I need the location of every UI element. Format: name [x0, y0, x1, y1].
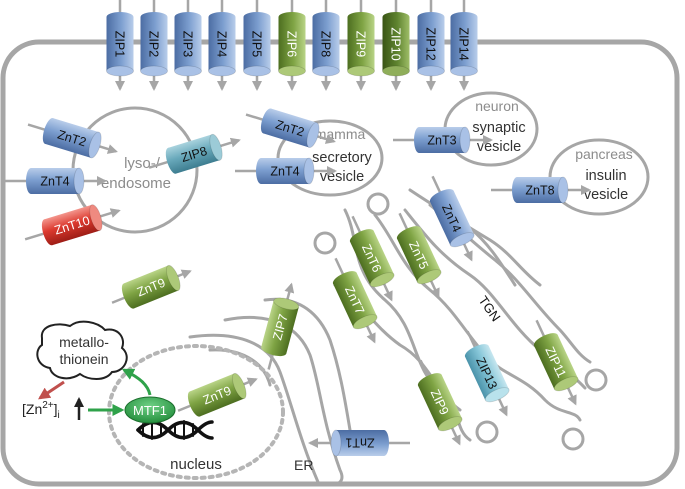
tgn-label: TGN [476, 293, 504, 324]
membrane-zip10: ZIP10 [382, 0, 410, 91]
lyso-label-2: endosome [101, 175, 171, 192]
membrane-zip14: ZIP14 [450, 0, 478, 91]
membrane-zip10-label: ZIP10 [389, 27, 403, 60]
er-znt1: ZnT1 [308, 429, 410, 457]
small-vesicles [313, 192, 608, 451]
membrane-zip9: ZIP9 [347, 0, 375, 91]
membrane-zip12: ZIP12 [417, 0, 445, 91]
membrane-zip3-label: ZIP3 [181, 31, 195, 57]
neuron-znt3: ZnT3 [393, 126, 493, 154]
pancreas-label-2: vesicle [584, 187, 628, 203]
mtf1-label: MTF1 [133, 403, 167, 418]
pancreas-label-1: insulin [585, 168, 626, 184]
golgi-znt7: ZnT7 [332, 257, 378, 344]
membrane-zip8: ZIP8 [312, 0, 340, 91]
er-label: ER [294, 457, 313, 473]
membrane-zip2-label: ZIP2 [147, 31, 161, 57]
er-zip7-label: ZIP7 [270, 313, 290, 342]
neuron-tissue-label: neuron [475, 98, 519, 114]
lyso-znt4: ZnT4 [5, 167, 107, 195]
cytosol-znt9: ZnT9 [111, 264, 192, 309]
membrane-zip5-label: ZIP5 [250, 31, 264, 57]
cell-membrane [0, 39, 680, 487]
er-zip7: ZIP7 [261, 282, 300, 370]
metallothionein-blob [36, 320, 128, 380]
lyso-znt4-label: ZnT4 [40, 175, 69, 189]
membrane-zip9-label: ZIP9 [354, 31, 368, 57]
lyso-znt10: ZnT10 [24, 204, 121, 246]
mamma-znt4-label: ZnT4 [270, 165, 299, 179]
mtf1-to-metallothionein-arrow [121, 368, 152, 396]
neuron-label-1: synaptic [472, 120, 525, 136]
nucleus [107, 344, 285, 480]
membrane-zip6: ZIP6 [278, 0, 306, 91]
membrane-zip5: ZIP5 [243, 0, 271, 91]
golgi-zip13: ZIP13 [464, 330, 510, 417]
membrane-zip8-label: ZIP8 [319, 31, 333, 57]
golgi-zip11: ZIP11 [533, 319, 579, 406]
mamma-znt2: ZnT2 [245, 108, 336, 148]
mamma-znt4: ZnT4 [235, 157, 337, 185]
lyso-zip8: ZIP8 [148, 133, 241, 174]
membrane-zip3: ZIP3 [174, 0, 202, 91]
membrane-zip1: ZIP1 [106, 0, 134, 91]
pancreas-znt8-label: ZnT8 [525, 184, 554, 198]
membrane-zip14-label: ZIP14 [457, 27, 471, 60]
lyso-label-1: lyso-/ [124, 155, 161, 172]
mamma-label-1: secretory [312, 150, 372, 166]
metallothionein-label-2: thionein [59, 351, 108, 367]
dna-helix [136, 420, 214, 440]
lyso-znt2: ZnT2 [27, 117, 118, 159]
metallothionein-label-1: metallo- [59, 334, 109, 350]
membrane-zip12-label: ZIP12 [424, 27, 438, 60]
nucleus-znt9: ZnT9 [177, 372, 258, 417]
mtf1-factor [124, 396, 176, 424]
metallothionein-to-zinc-arrow [38, 380, 65, 400]
membrane-zip4: ZIP4 [208, 0, 236, 91]
golgi-znt6: ZnT6 [349, 215, 395, 302]
pancreas-tissue-label: pancreas [575, 146, 633, 162]
golgi-zip9: ZIP9 [417, 359, 463, 446]
golgi-znt5: ZnT5 [396, 212, 442, 299]
pancreas-znt8: ZnT8 [491, 176, 591, 204]
membrane-zip2: ZIP2 [140, 0, 168, 91]
membrane-zip4-label: ZIP4 [215, 31, 229, 57]
neuron-znt3-label: ZnT3 [427, 134, 456, 148]
nucleus-label: nucleus [170, 456, 222, 473]
er-znt1-label: ZnT1 [345, 436, 374, 450]
golgi-znt4: ZnT4 [429, 175, 475, 262]
zinc-ion-label: [Zn2+]i [22, 400, 60, 421]
neuron-label-2: vesicle [477, 139, 521, 155]
membrane-zip6-label: ZIP6 [285, 31, 299, 57]
membrane-zip1-label: ZIP1 [113, 31, 127, 57]
mamma-tissue-label: mamma [315, 126, 366, 142]
